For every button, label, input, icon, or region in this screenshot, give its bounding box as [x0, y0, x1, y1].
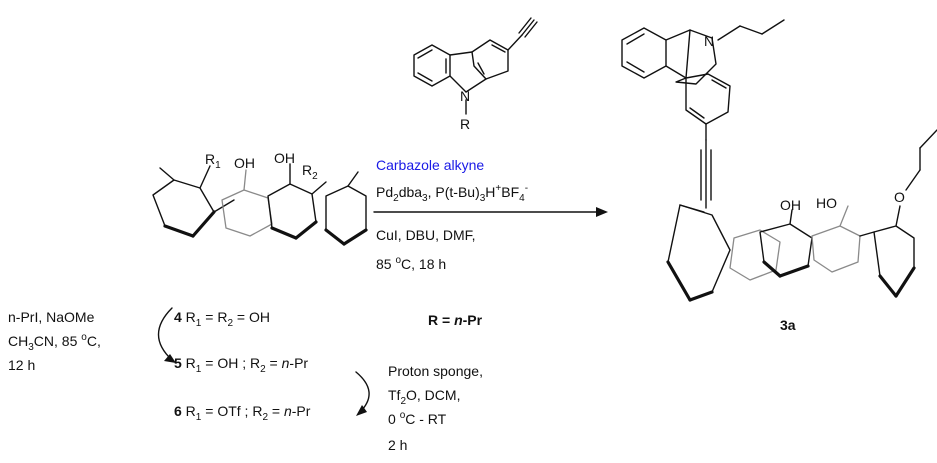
- step2-line-1: Proton sponge,: [388, 363, 483, 379]
- product-label: 3a: [780, 317, 796, 333]
- carbazole-n-label: N: [460, 88, 470, 104]
- product-oh-label: OH: [780, 197, 801, 213]
- compound-4: 4 R1 = R2 = OH: [174, 309, 270, 329]
- step1-curved-arrow: [157, 307, 176, 363]
- conditions-line-2: CuI, DBU, DMF,: [376, 227, 476, 243]
- step2-line-2: Tf2O, DCM,: [388, 387, 460, 407]
- reagent-name: Carbazole alkyne: [376, 157, 484, 173]
- product-structure: [621, 19, 937, 302]
- start-r1-label: R1: [205, 151, 221, 171]
- product-n-label: N: [704, 33, 714, 49]
- calixarene-start-structure: [152, 163, 368, 246]
- compound-5: 5 R1 = OH ; R2 = n-Pr: [174, 355, 308, 375]
- conditions-line-3: 85 oC, 18 h: [376, 255, 446, 272]
- compound-6: 6 R1 = OTf ; R2 = n-Pr: [174, 403, 311, 423]
- step1-line-1: n-PrI, NaOMe: [8, 309, 95, 325]
- start-r2-label: R2: [302, 162, 318, 182]
- start-oh1-label: OH: [234, 155, 255, 171]
- product-ho-label: HO: [816, 195, 837, 211]
- carbazole-alkyne-structure: [413, 17, 538, 115]
- step2-line-4: 2 h: [388, 437, 407, 453]
- catalyst-text: Pd2dba3, P(t-Bu)3H+BF4-: [376, 183, 528, 204]
- carbazole-r-label: R: [460, 116, 470, 132]
- start-oh2-label: OH: [274, 150, 295, 166]
- r-definition: R = n-Pr: [428, 312, 483, 328]
- step1-line-2: CH3CN, 85 oC,: [8, 332, 101, 353]
- reaction-arrow: [373, 207, 608, 217]
- step2-curved-arrow: [355, 371, 370, 416]
- product-o-label: O: [894, 189, 905, 205]
- step1-line-3: 12 h: [8, 357, 35, 373]
- step2-line-3: 0 oC - RT: [388, 410, 447, 427]
